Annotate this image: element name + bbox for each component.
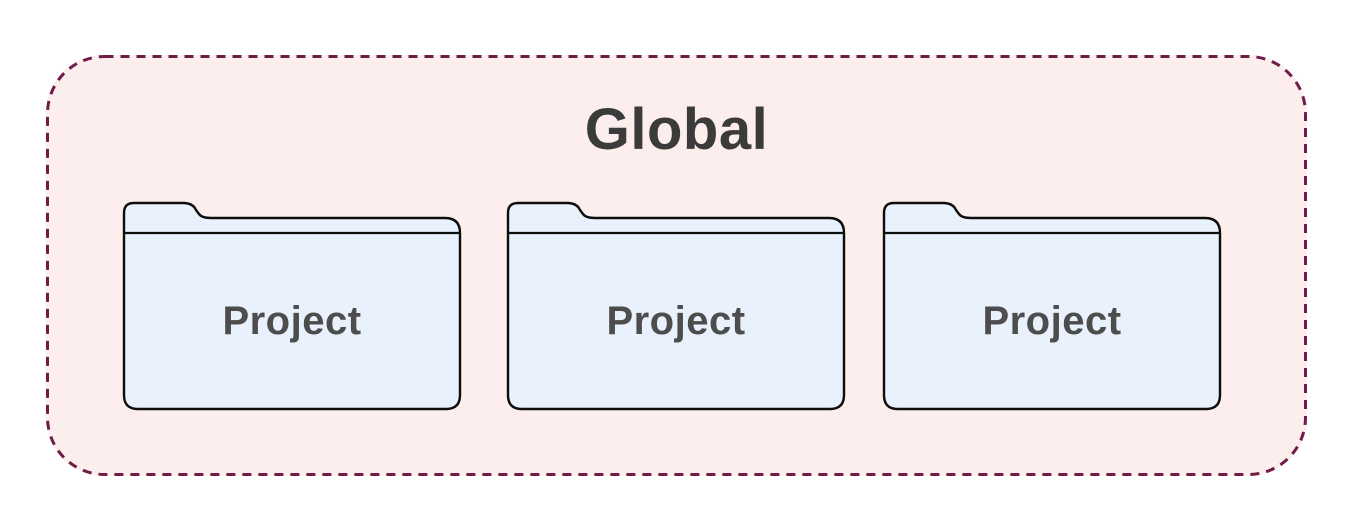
folder-icon (506, 201, 846, 411)
project-folder: Project (506, 201, 846, 411)
project-folder: Project (122, 201, 462, 411)
folder-icon (122, 201, 462, 411)
project-folder-label: Project (222, 299, 362, 343)
global-group: Global Project Project Project (46, 55, 1307, 476)
global-group-title: Global (584, 97, 769, 162)
project-folder-label: Project (982, 299, 1122, 343)
folder-icon (882, 201, 1222, 411)
project-folder-label: Project (606, 299, 746, 343)
project-folder: Project (882, 201, 1222, 411)
